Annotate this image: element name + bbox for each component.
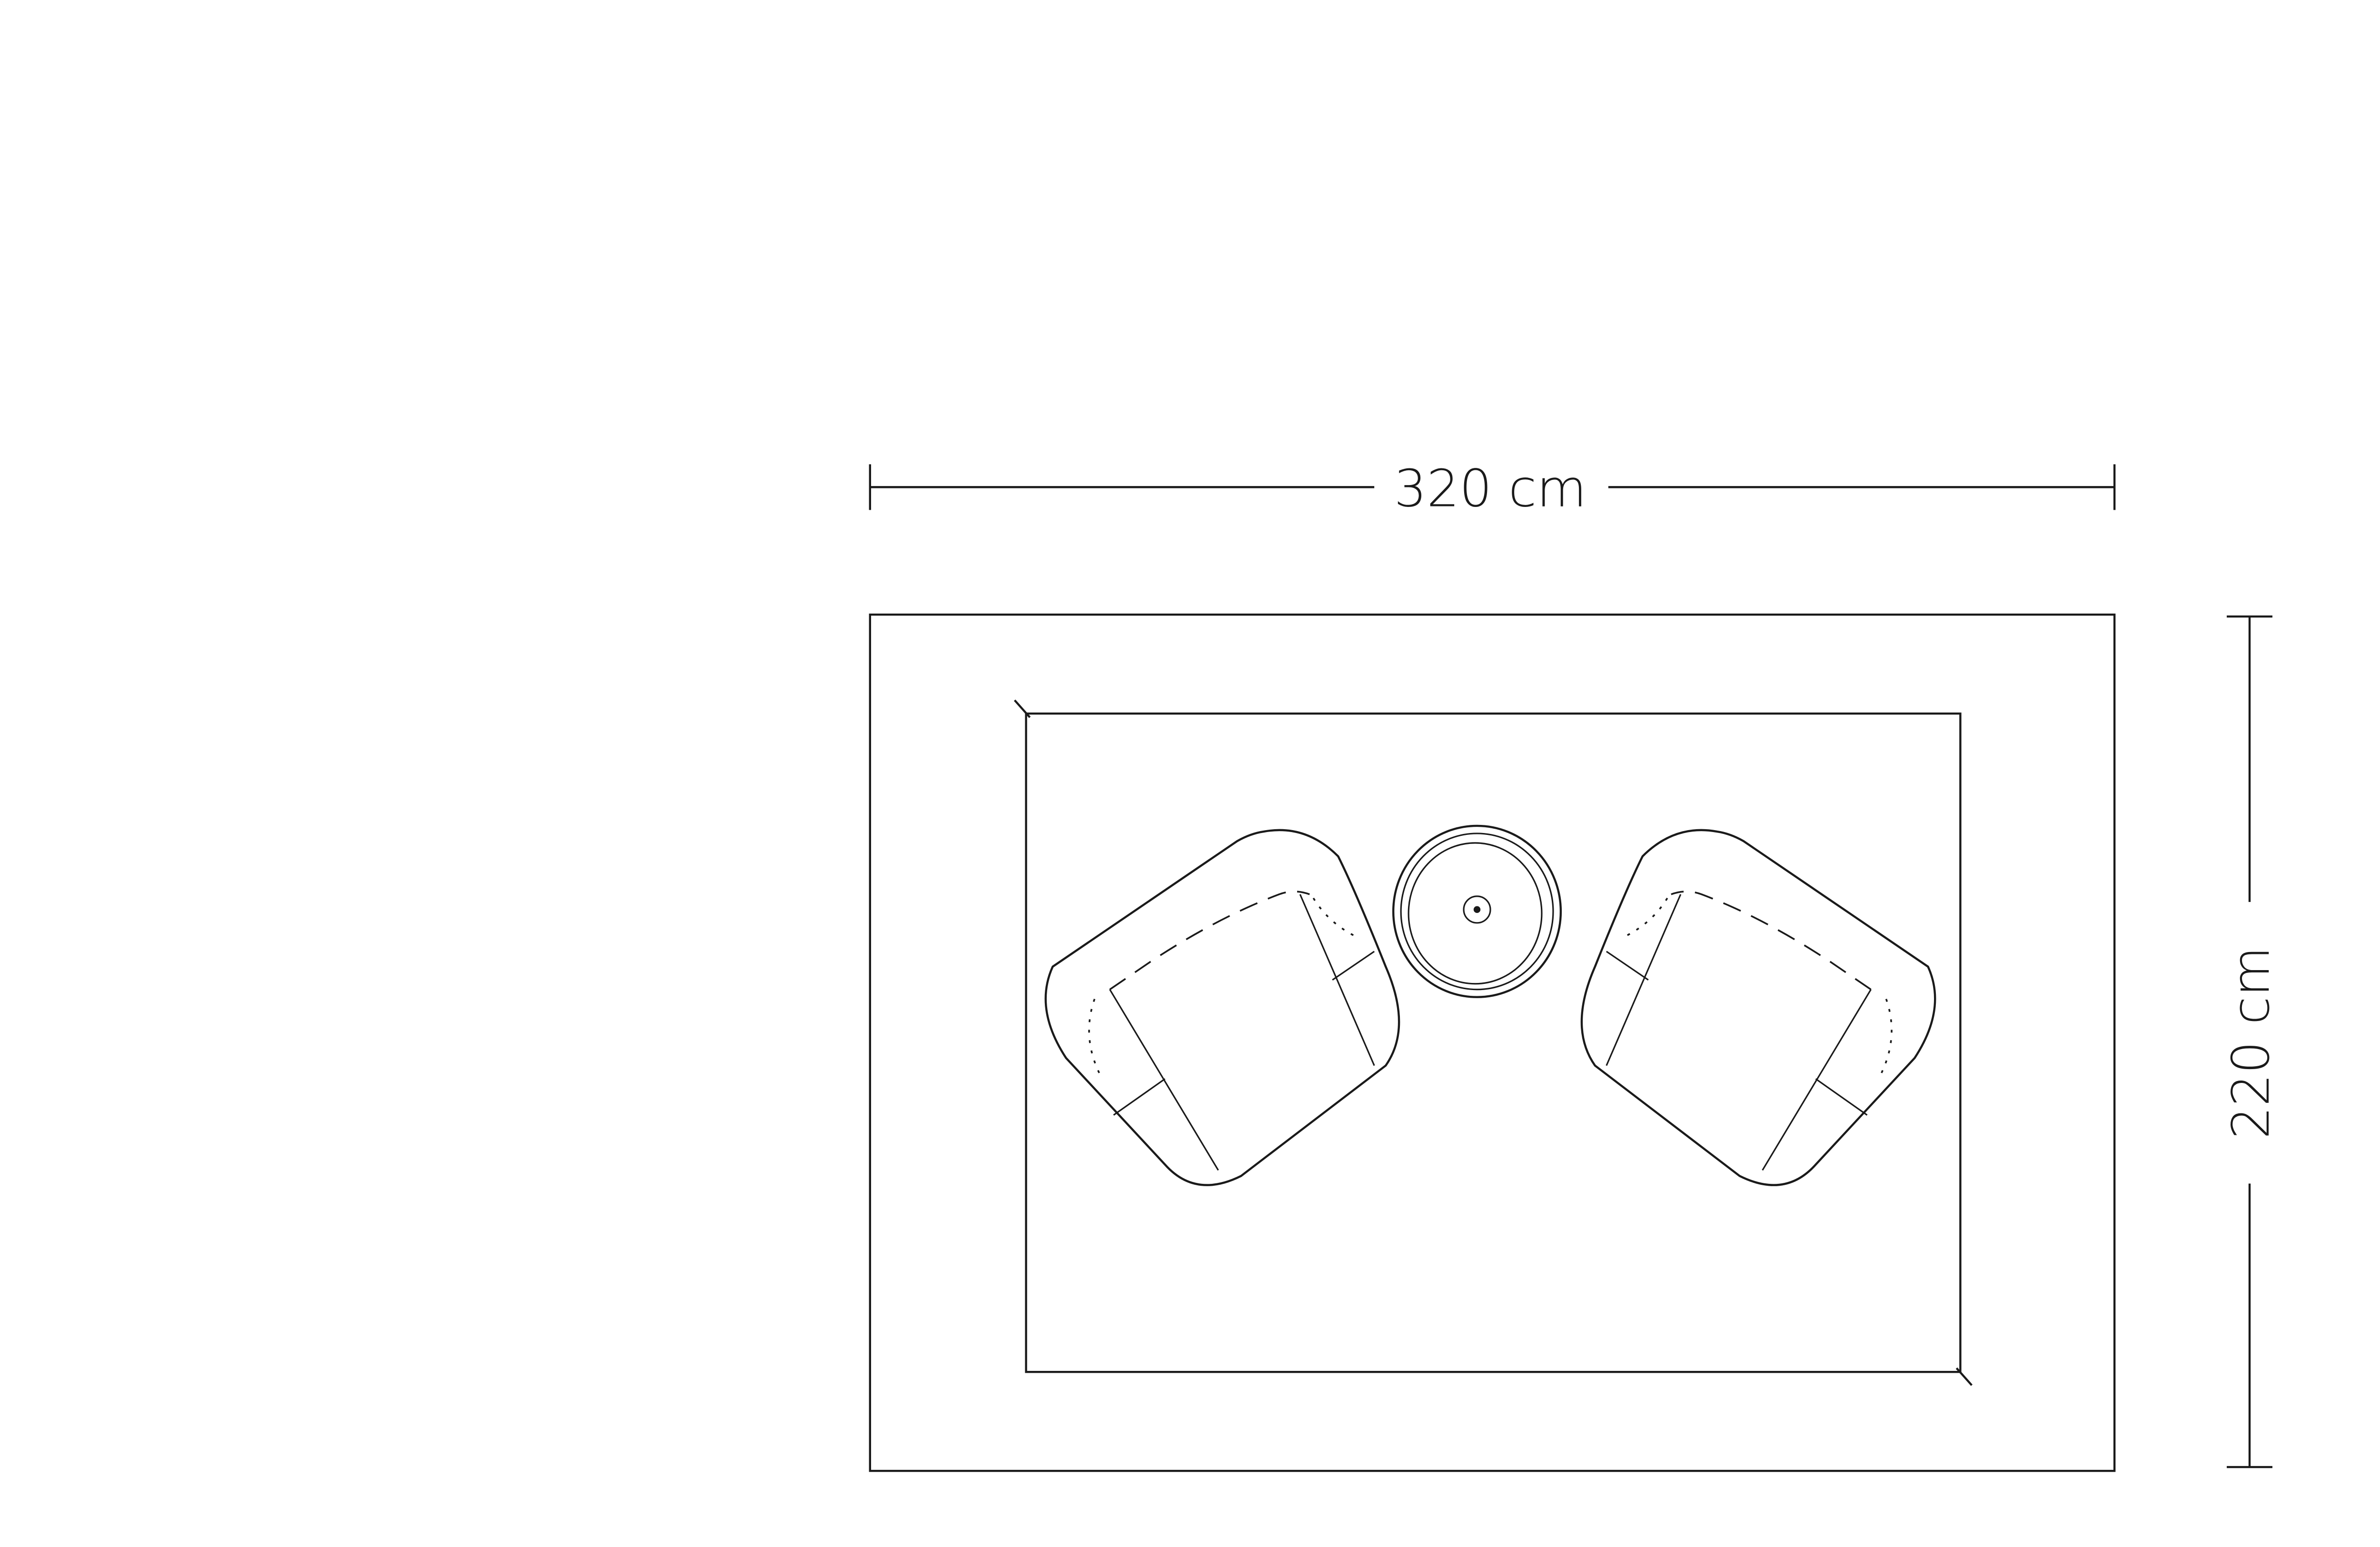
left-armchair [1044,829,1400,1186]
rug-corner-tick [1955,1367,1973,1386]
width-dimension: 320 cm [869,459,2116,518]
depth-dimension: 220 cm [2221,615,2281,1468]
outer-rug [869,614,2116,1472]
depth-label: 220 cm [2221,946,2281,1139]
right-armchair [1580,829,1936,1186]
inner-rug [1025,712,1962,1373]
rug-corner-tick [1013,699,1031,718]
round-side-table [1392,824,1562,998]
width-label: 320 cm [1394,459,1587,518]
